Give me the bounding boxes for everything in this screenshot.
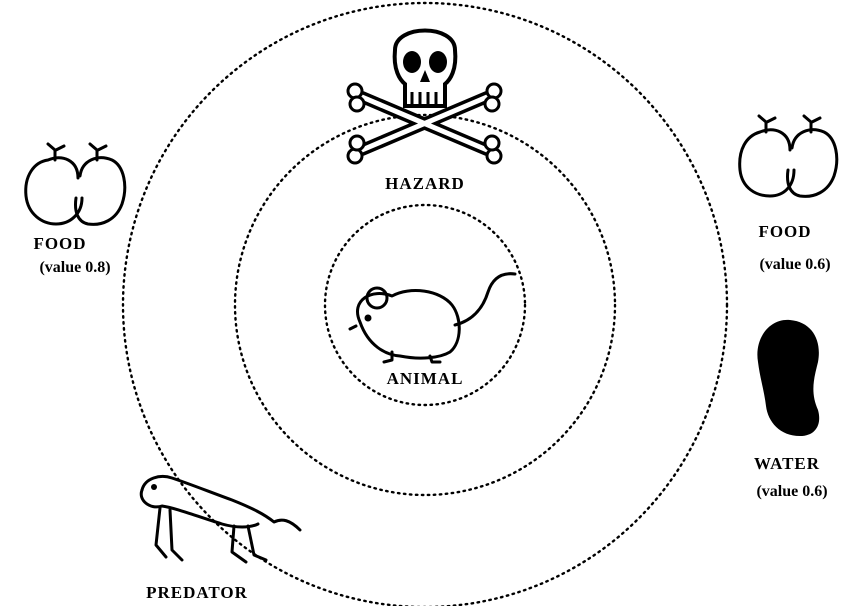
water-label: WATER [754, 454, 820, 473]
apples-icon [26, 144, 125, 224]
predator-label: PREDATOR [146, 583, 248, 602]
middle-ring [235, 115, 615, 495]
lizard-icon [141, 477, 300, 563]
hazard-label: HAZARD [385, 174, 465, 193]
skull-crossbones-icon [348, 31, 501, 164]
water-drop-icon [757, 320, 819, 436]
food-right-value: (value 0.6) [759, 256, 830, 273]
food-left-value: (value 0.8) [39, 259, 110, 276]
water-value: (value 0.6) [756, 483, 827, 500]
food-right-label: FOOD [758, 222, 811, 241]
animal-label: ANIMAL [387, 369, 464, 388]
food-left-label: FOOD [33, 234, 86, 253]
apples-icon [740, 116, 837, 196]
mouse-icon [350, 274, 515, 362]
